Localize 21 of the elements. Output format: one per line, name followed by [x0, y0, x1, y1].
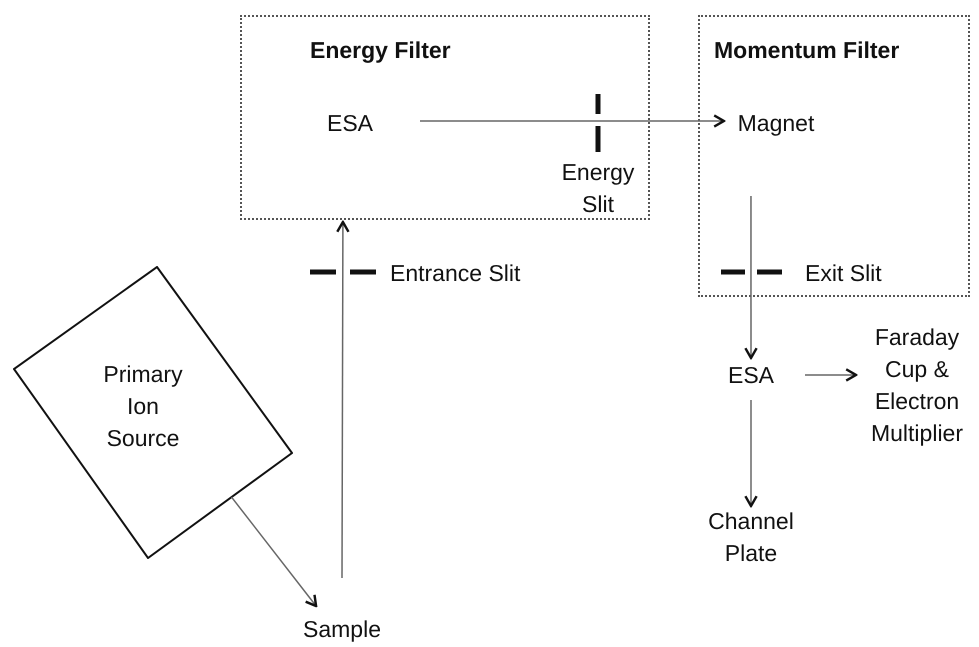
slit-label: Exit Slit [805, 259, 882, 288]
node-label: ESA [728, 361, 774, 390]
arrow [805, 368, 858, 382]
arrow [744, 400, 758, 508]
arrow [336, 220, 350, 578]
node-label: Primary Ion Source [103, 361, 183, 451]
node-label: Faraday Cup & Electron Multiplier [870, 323, 964, 448]
arrow [744, 196, 758, 360]
node-label: ESA [326, 109, 374, 138]
filter-region [698, 15, 970, 297]
node-label: Magnet [738, 109, 814, 138]
source-box [13, 266, 293, 559]
arrow [230, 496, 318, 608]
slit-label: Energy Slit [560, 158, 636, 219]
filter-region [240, 15, 650, 220]
node-label: Sample [303, 615, 381, 644]
section-heading: Energy Filter [310, 37, 451, 63]
arrow [420, 114, 726, 128]
slit-label: Entrance Slit [390, 259, 520, 288]
section-heading: Momentum Filter [714, 37, 900, 63]
node-label: Channel Plate [707, 507, 795, 568]
